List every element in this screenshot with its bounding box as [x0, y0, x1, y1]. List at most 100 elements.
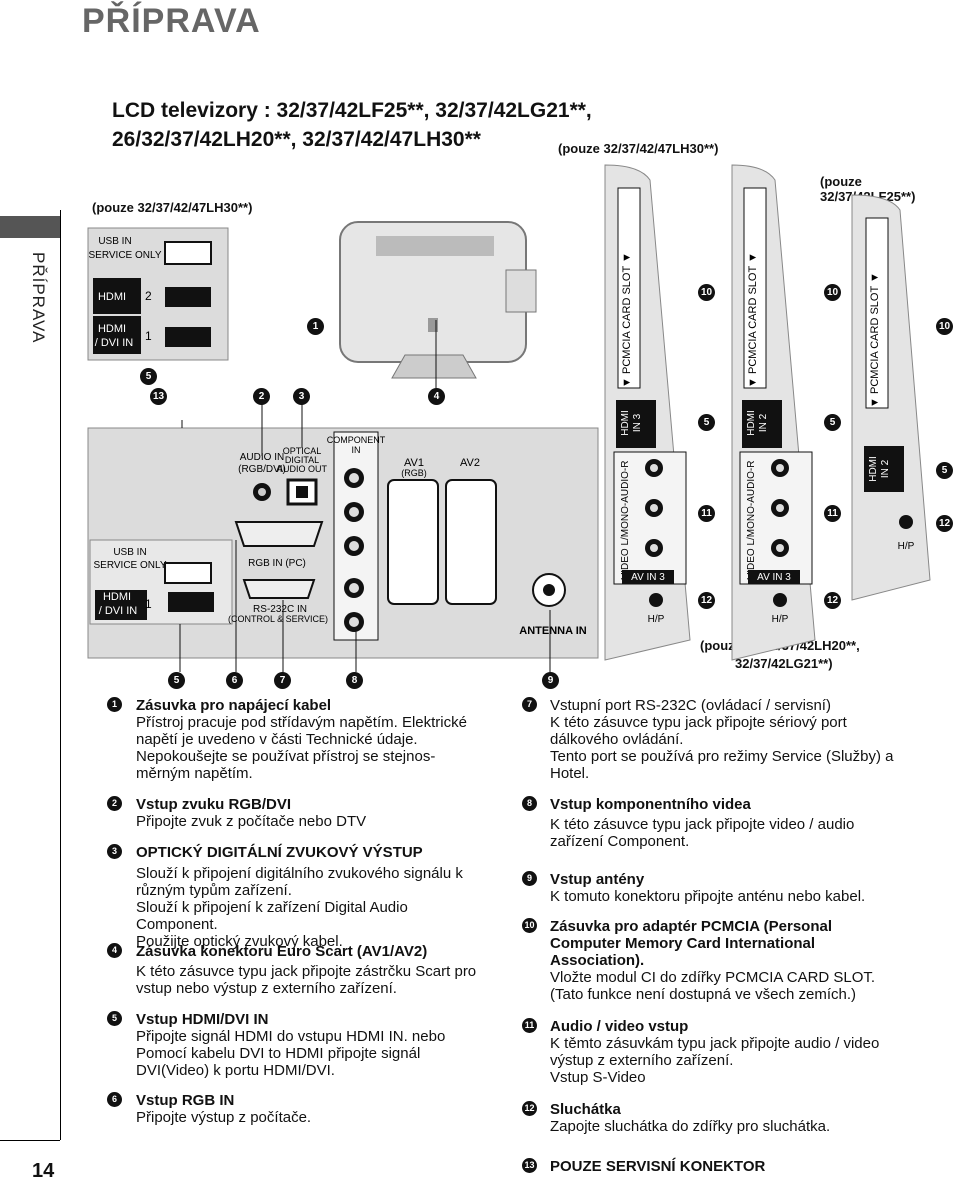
legend-desc-8: K této zásuvce typu jack připojte video …: [550, 816, 855, 850]
legend-desc-5: Připojte signál HDMI do vstupu HDMI IN. …: [136, 1028, 446, 1079]
legend-num-3: 3: [107, 844, 122, 859]
legend-title-7: Vstupní port RS-232C (ovládací / servisn…: [550, 697, 831, 714]
callout-5d: 5: [824, 414, 841, 431]
hdmi-in2-label-a: HDMI: [746, 410, 757, 436]
legend-desc-3: Slouží k připojení digitálního zvukového…: [136, 865, 463, 950]
legend-desc-7: K této zásuvce typu jack připojte sériov…: [550, 714, 894, 782]
callout-2: 2: [253, 388, 270, 405]
legend-title-8: Vstup komponentního videa: [550, 796, 751, 813]
video-audio-label-1: VIDEO L/MONO-AUDIO-R: [620, 461, 631, 580]
hdmi-label: HDMI: [98, 291, 126, 303]
callout-7: 7: [274, 672, 291, 689]
side-tab-marker: [0, 216, 60, 238]
rs232c-label: RS-232C IN: [253, 604, 307, 615]
rgb-in-pc-label: RGB IN (PC): [248, 558, 306, 569]
legend-desc-10: Vložte modul CI do zdířky PCMCIA CARD SL…: [550, 969, 876, 1003]
hdmi-dvi-label-1: HDMI: [98, 323, 126, 335]
note-only-lh30-right: (pouze 32/37/42/47LH30**): [558, 141, 719, 156]
legend-item-6: 6 Vstup RGB IN Připojte výstup z počítač…: [107, 1092, 486, 1126]
legend-item-9: 9 Vstup antény K tomuto konektoru připoj…: [522, 871, 910, 905]
legend-item-11: 11 Audio / video vstup K těmto zásuvkám …: [522, 1018, 910, 1086]
callout-6: 6: [226, 672, 243, 689]
legend-item-13: 13 POUZE SERVISNÍ KONEKTOR: [522, 1158, 910, 1175]
digital-label: DIGITAL: [285, 455, 319, 465]
legend-title-1: Zásuvka pro napájecí kabel: [136, 697, 332, 714]
side-divider: [60, 210, 61, 1140]
legend-num-8: 8: [522, 796, 537, 811]
port-1-lower-label: 1: [145, 597, 152, 611]
legend-num-2: 2: [107, 796, 122, 811]
callout-5e: 5: [936, 462, 953, 479]
callout-5c: 5: [698, 414, 715, 431]
legend-item-10: 10 Zásuvka pro adaptér PCMCIA (Personal …: [522, 918, 910, 1003]
callout-3: 3: [293, 388, 310, 405]
page-title: PŘÍPRAVA: [82, 2, 261, 40]
legend-item-2: 2 Vstup zvuku RGB/DVI Připojte zvuk z po…: [107, 796, 476, 830]
hp-label-1: H/P: [648, 614, 665, 625]
legend-title-6: Vstup RGB IN: [136, 1092, 235, 1109]
legend-num-5: 5: [107, 1011, 122, 1026]
callout-10c: 10: [936, 318, 953, 335]
callout-13: 13: [150, 388, 167, 405]
legend-num-12: 12: [522, 1101, 537, 1116]
legend-title-13: POUZE SERVISNÍ KONEKTOR: [550, 1158, 766, 1175]
side-section-label: PŘÍPRAVA: [29, 252, 48, 344]
legend-item-12: 12 Sluchátka Zapojte sluchátka do zdířky…: [522, 1101, 910, 1135]
model-title: LCD televizory : 32/37/42LF25**, 32/37/4…: [112, 96, 592, 154]
av-in3-label-1: AV IN 3: [631, 572, 665, 583]
page-number-divider: [0, 1140, 60, 1141]
callout-12b: 12: [824, 592, 841, 609]
av-in3-label-2: AV IN 3: [757, 572, 791, 583]
legend-num-10: 10: [522, 918, 537, 933]
legend-title-5: Vstup HDMI/DVI IN: [136, 1011, 269, 1028]
pcmcia-label-3: ▼ PCMCIA CARD SLOT ▼: [869, 272, 881, 408]
av1-rgb-label: (RGB): [401, 468, 427, 478]
control-service-label: (CONTROL & SERVICE): [228, 614, 328, 624]
callout-9: 9: [542, 672, 559, 689]
callout-5b: 5: [168, 672, 185, 689]
callout-5a: 5: [140, 368, 157, 385]
callout-1: 1: [307, 318, 324, 335]
callout-10b: 10: [824, 284, 841, 301]
legend-desc-11: K těmto zásuvkám typu jack připojte audi…: [550, 1035, 880, 1086]
legend-title-9: Vstup antény: [550, 871, 645, 888]
side-panel-lh30: ▼ PCMCIA CARD SLOT ▼ HDMI IN 3 VIDEO L/M…: [604, 164, 691, 661]
model-title-line2: 26/32/37/42LH20**, 32/37/42/47LH30**: [112, 128, 481, 151]
legend-title-11: Audio / video vstup: [550, 1018, 689, 1035]
top-left-panel: USB IN SERVICE ONLY HDMI HDMI / DVI IN 2…: [87, 227, 229, 361]
legend-num-13: 13: [522, 1158, 537, 1173]
legend-title-10: Zásuvka pro adaptér PCMCIA (Personal Com…: [550, 918, 833, 969]
legend-item-8: 8 Vstup komponentního videa K této zásuv…: [522, 796, 910, 850]
hp-label-2: H/P: [772, 614, 789, 625]
side-panel-lh20: ▼ PCMCIA CARD SLOT ▼ HDMI IN 2 VIDEO L/M…: [731, 164, 816, 661]
usb-in-label: USB IN: [98, 236, 131, 247]
callout-12c: 12: [936, 515, 953, 532]
hdmi-dvi-lower-label-1: HDMI: [103, 591, 131, 603]
hdmi-dvi-lower-label-2: / DVI IN: [99, 605, 138, 617]
model-title-line1: LCD televizory : 32/37/42LF25**, 32/37/4…: [112, 99, 592, 122]
optical-label: OPTICAL: [283, 446, 322, 456]
legend-num-6: 6: [107, 1092, 122, 1107]
tv-back: [339, 221, 537, 379]
legend-desc-4: K této zásuvce typu jack připojte zástrč…: [136, 963, 477, 997]
component-label-2: IN: [352, 445, 361, 455]
lower-panel: USB IN SERVICE ONLY HDMI / DVI IN 1 AUDI…: [87, 427, 599, 659]
legend-num-7: 7: [522, 697, 537, 712]
legend-num-9: 9: [522, 871, 537, 886]
av1-label: AV1: [404, 457, 424, 469]
video-audio-label-2: VIDEO L/MONO-AUDIO-R: [746, 461, 757, 580]
component-label-1: COMPONENT: [327, 435, 386, 445]
callout-4: 4: [428, 388, 445, 405]
hdmi-in2-lf-label-a: HDMI: [868, 456, 879, 482]
note-only-lh20-line2: 32/37/42LG21**): [735, 656, 833, 671]
legend-num-11: 11: [522, 1018, 537, 1033]
side-panel-lf25: ▼ PCMCIA CARD SLOT ▼ HDMI IN 2 H/P: [851, 194, 931, 601]
callout-12a: 12: [698, 592, 715, 609]
hdmi-in2-label-b: IN 2: [758, 413, 769, 432]
legend-title-12: Sluchátka: [550, 1101, 621, 1118]
callout-11b: 11: [824, 505, 841, 522]
port-1-label: 1: [145, 329, 152, 343]
audio-out-label: AUDIO OUT: [277, 464, 328, 474]
callout-8: 8: [346, 672, 363, 689]
legend-desc-2: Připojte zvuk z počítače nebo DTV: [136, 813, 367, 830]
